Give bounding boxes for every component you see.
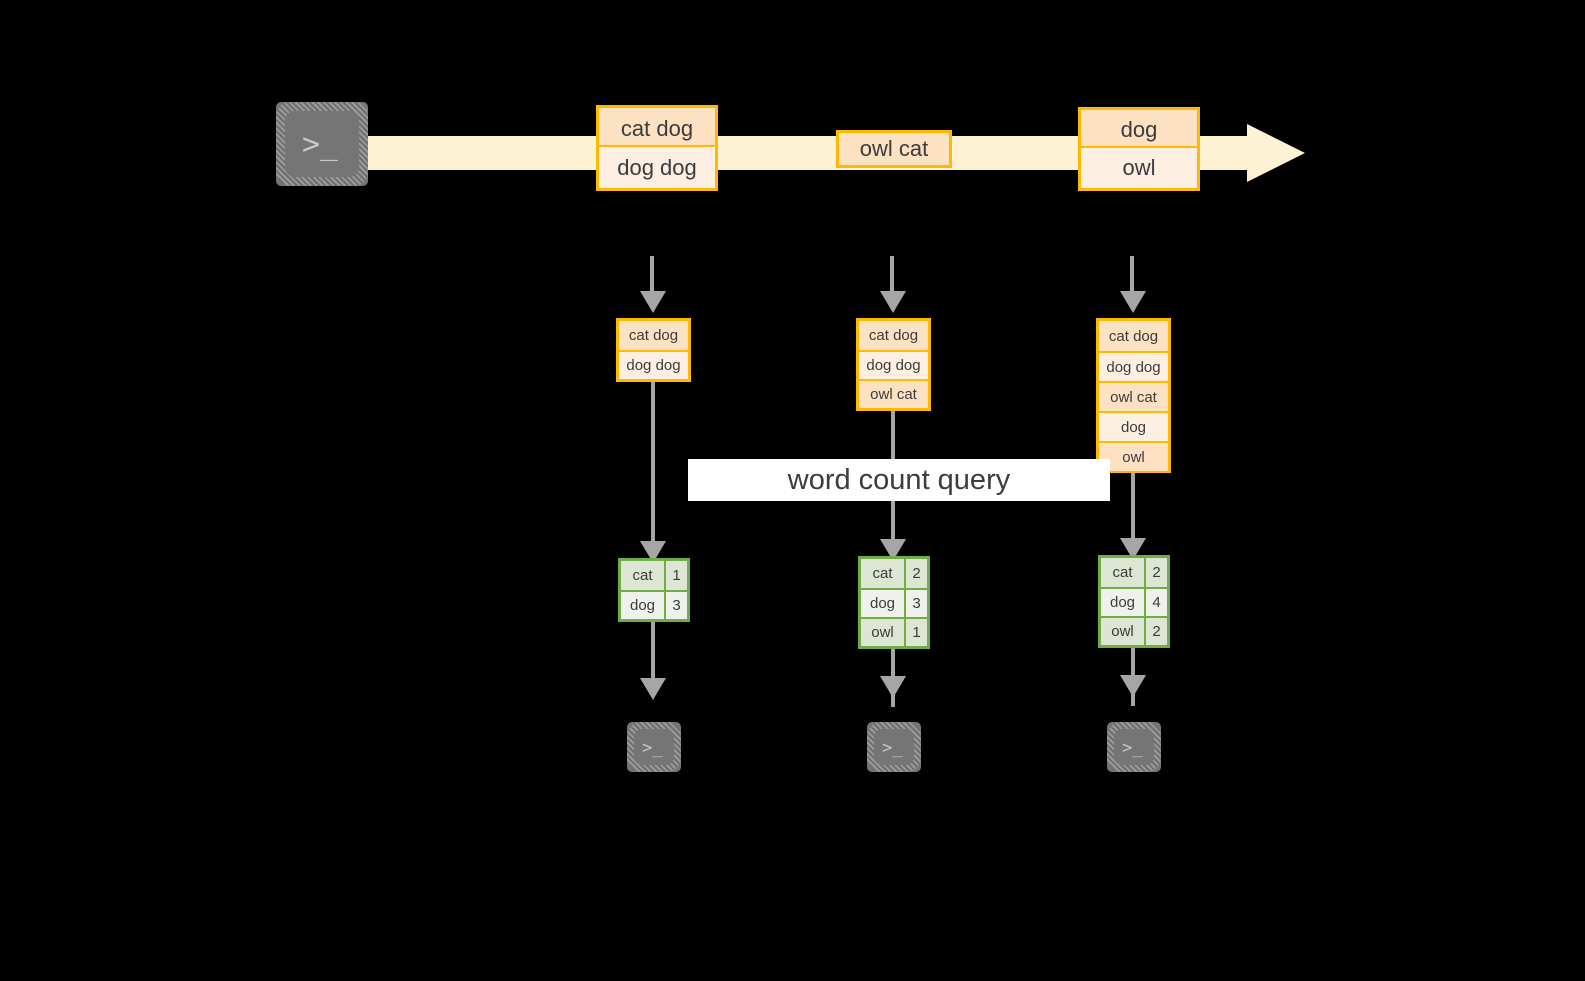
stream-event-group-2: owl cat: [836, 130, 952, 168]
result-count-cell: 3: [664, 592, 687, 619]
buffer-row: dog dog: [859, 350, 928, 379]
query-arrow-head-3: [1120, 538, 1146, 560]
result-word-cell: owl: [861, 619, 904, 646]
result-word-cell: dog: [1101, 589, 1144, 616]
sink-arrow-head-1: [640, 678, 666, 700]
feed-arrow-head-1: [640, 291, 666, 313]
result-count-cell: 3: [904, 590, 927, 617]
query-arrow-head-1: [640, 541, 666, 563]
buffer-row: dog: [1099, 411, 1168, 441]
sink-terminal-icon-3: >_: [1098, 713, 1170, 781]
result-row: dog 3: [861, 588, 927, 617]
feed-arrow-head-3: [1120, 291, 1146, 313]
prompt-glyph: >_: [642, 738, 663, 758]
result-word-cell: dog: [621, 592, 664, 619]
result-word-cell: cat: [1101, 558, 1144, 587]
result-word-cell: dog: [861, 590, 904, 617]
result-word-cell: cat: [621, 561, 664, 590]
result-row: cat 2: [861, 559, 927, 588]
sink-line-1: [651, 622, 655, 682]
stream-event-group-3: dog owl: [1078, 107, 1200, 191]
sink-arrow-head-2: [880, 676, 906, 698]
result-count-cell: 1: [664, 561, 687, 590]
feed-dashed-line-2: [890, 256, 895, 294]
buffer-row: owl cat: [1099, 381, 1168, 411]
stream-event-box: owl: [1078, 146, 1200, 191]
query-line-1: [651, 382, 655, 549]
source-terminal-icon: >_: [267, 93, 377, 195]
buffer-row: cat dog: [619, 321, 688, 350]
buffer-stack-3: cat dog dog dog owl cat dog owl: [1096, 318, 1171, 473]
result-table-3: cat 2 dog 4 owl 2: [1098, 555, 1170, 648]
feed-dashed-line-3: [1130, 256, 1135, 294]
buffer-row: dog dog: [619, 350, 688, 379]
query-banner: word count query: [688, 459, 1110, 501]
result-word-cell: owl: [1101, 618, 1144, 645]
sink-arrow-head-3: [1120, 675, 1146, 697]
stream-arrow-head: [1247, 124, 1305, 182]
result-row: cat 1: [621, 561, 687, 590]
terminal-body: [285, 111, 359, 177]
query-arrow-head-2: [880, 539, 906, 561]
result-count-cell: 4: [1144, 589, 1167, 616]
result-count-cell: 1: [904, 619, 927, 646]
buffer-row: dog dog: [1099, 351, 1168, 381]
result-count-cell: 2: [1144, 558, 1167, 587]
query-banner-label: word count query: [787, 463, 1011, 496]
result-table-2: cat 2 dog 3 owl 1: [858, 556, 930, 649]
buffer-row: cat dog: [1099, 321, 1168, 351]
prompt-glyph: >_: [882, 738, 903, 758]
buffer-row: cat dog: [859, 321, 928, 350]
feed-dashed-line-1: [650, 256, 655, 294]
stream-event-group-1: cat dog dog dog: [596, 105, 718, 191]
query-line-3: [1131, 473, 1135, 546]
result-word-cell: cat: [861, 559, 904, 588]
buffer-stack-2: cat dog dog dog owl cat: [856, 318, 931, 411]
terminal-body: [874, 729, 914, 765]
result-count-cell: 2: [904, 559, 927, 588]
result-row: dog 4: [1101, 587, 1167, 616]
result-table-1: cat 1 dog 3: [618, 558, 690, 622]
buffer-row: owl: [1099, 441, 1168, 471]
result-count-cell: 2: [1144, 618, 1167, 645]
sink-terminal-icon-1: >_: [618, 713, 690, 781]
feed-arrow-head-2: [880, 291, 906, 313]
result-row: dog 3: [621, 590, 687, 619]
result-row: cat 2: [1101, 558, 1167, 587]
prompt-glyph: >_: [302, 127, 339, 162]
stream-event-box: dog dog: [596, 145, 718, 191]
terminal-body: [634, 729, 674, 765]
buffer-stack-1: cat dog dog dog: [616, 318, 691, 382]
sink-terminal-icon-2: >_: [858, 713, 930, 781]
buffer-row: owl cat: [859, 379, 928, 408]
terminal-body: [1114, 729, 1154, 765]
prompt-glyph: >_: [1122, 738, 1143, 758]
result-row: owl 1: [861, 617, 927, 646]
result-row: owl 2: [1101, 616, 1167, 645]
